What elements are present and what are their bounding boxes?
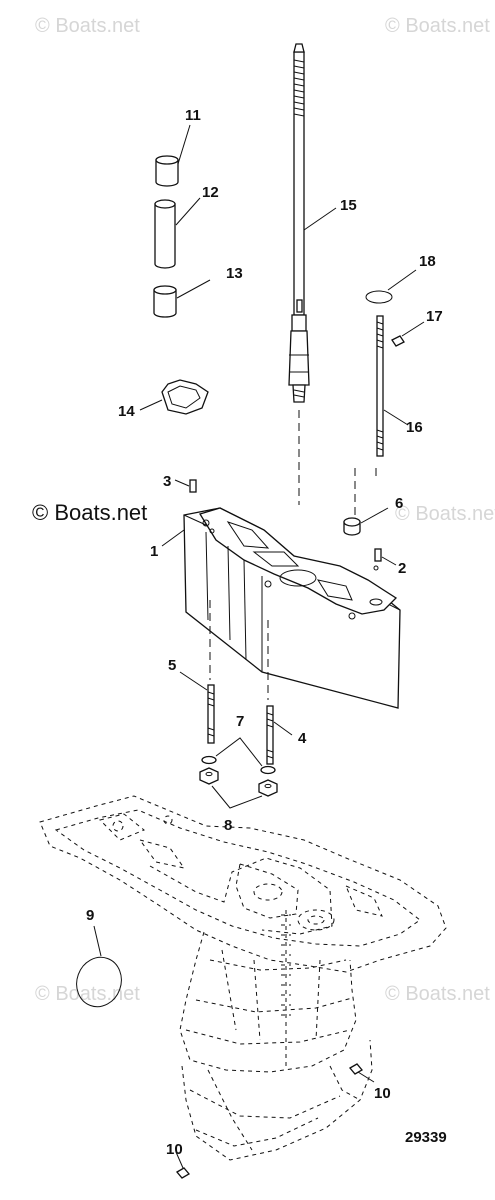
part-5-stud	[179, 671, 215, 744]
callout-9: 9	[86, 907, 94, 924]
part-2-dowel	[374, 548, 397, 566]
figure-number: 29339	[405, 1129, 447, 1146]
part-16-stud	[354, 315, 409, 530]
callout-13: 13	[226, 265, 243, 282]
part-12-sleeve	[154, 197, 201, 269]
callout-16: 16	[406, 419, 423, 436]
watermark-bottom-left: © Boats.net	[35, 983, 140, 1005]
callout-8: 8	[224, 817, 232, 834]
callout-6: 6	[395, 495, 403, 512]
callout-11: 11	[185, 107, 201, 124]
part-17-pin	[391, 321, 425, 347]
part-13-bushing	[153, 279, 211, 318]
part-10-plug-lower	[175, 1151, 190, 1179]
callout-10-lower: 10	[166, 1141, 183, 1158]
part-1-driveshaft-housing	[161, 507, 401, 709]
callout-4: 4	[298, 730, 307, 747]
callout-2: 2	[398, 560, 406, 577]
callout-15: 15	[340, 197, 357, 214]
part-14-gasket	[139, 379, 209, 415]
callout-12: 12	[202, 184, 219, 201]
gear-housing-phantom	[39, 795, 447, 1161]
part-18-o-ring	[365, 269, 417, 304]
part-6-washer	[343, 507, 389, 536]
watermark-top-left: © Boats.net	[35, 15, 140, 37]
part-8-nuts	[199, 767, 278, 809]
part-9-o-ring	[76, 925, 122, 1008]
watermark-prominent: © Boats.net	[32, 500, 147, 525]
watermark-group: © Boats.net © Boats.net © Boats.net © Bo…	[32, 15, 495, 1005]
callout-14: 14	[118, 403, 135, 420]
callout-18: 18	[419, 253, 436, 270]
callout-3: 3	[163, 473, 171, 490]
watermark-top-right: © Boats.net	[385, 15, 490, 37]
part-10-plug-upper	[349, 1063, 375, 1083]
callout-17: 17	[426, 308, 443, 325]
callout-10-upper: 10	[374, 1085, 391, 1102]
callout-7: 7	[236, 713, 244, 730]
callout-5: 5	[168, 657, 176, 674]
part-15-drive-shaft	[288, 43, 337, 505]
part-4-stud	[266, 705, 293, 765]
callout-labels: 11 12 13 14 15 16 17 18 3 6 2 1 5 7 4 8 …	[86, 107, 443, 1158]
callout-1: 1	[150, 543, 158, 560]
watermark-bottom-right: © Boats.net	[385, 983, 490, 1005]
part-11-bushing	[155, 124, 191, 187]
part-3-dowel	[174, 479, 197, 493]
watermark-mid-right: © Boats.net	[395, 503, 495, 525]
part-7-washers	[201, 737, 276, 775]
